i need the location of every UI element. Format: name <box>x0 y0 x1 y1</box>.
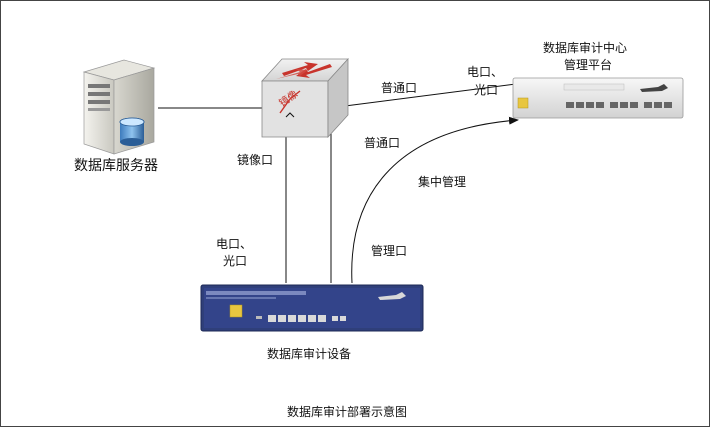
audit-device-label: 数据库审计设备 <box>267 347 352 361</box>
audit-device <box>200 283 424 333</box>
switch-icon: 镜像 <box>260 55 350 141</box>
platform-label-line1: 数据库审计中心 <box>543 41 628 55</box>
centralized-management-curve <box>351 116 519 284</box>
db-server-icon <box>78 58 158 158</box>
device-port-type-line1: 电口、 <box>216 237 253 251</box>
diagram-caption: 数据库审计部署示意图 <box>287 405 408 419</box>
db-server-label: 数据库服务器 <box>74 158 158 174</box>
normal-port-label-top: 普通口 <box>381 81 418 95</box>
normal-port-label-mid: 普通口 <box>364 136 401 150</box>
mirror-port-label: 镜像口 <box>237 153 274 167</box>
switch-to-platform-line <box>344 83 517 107</box>
device-port-type-line2: 光口 <box>223 254 248 268</box>
centralized-management-label: 集中管理 <box>418 175 467 189</box>
platform-port-type-line2: 光口 <box>474 83 499 97</box>
management-platform-device <box>512 76 684 120</box>
platform-port-type-line1: 电口、 <box>467 65 504 79</box>
management-port-label: 管理口 <box>371 244 408 258</box>
platform-label-line2: 管理平台 <box>564 58 613 72</box>
